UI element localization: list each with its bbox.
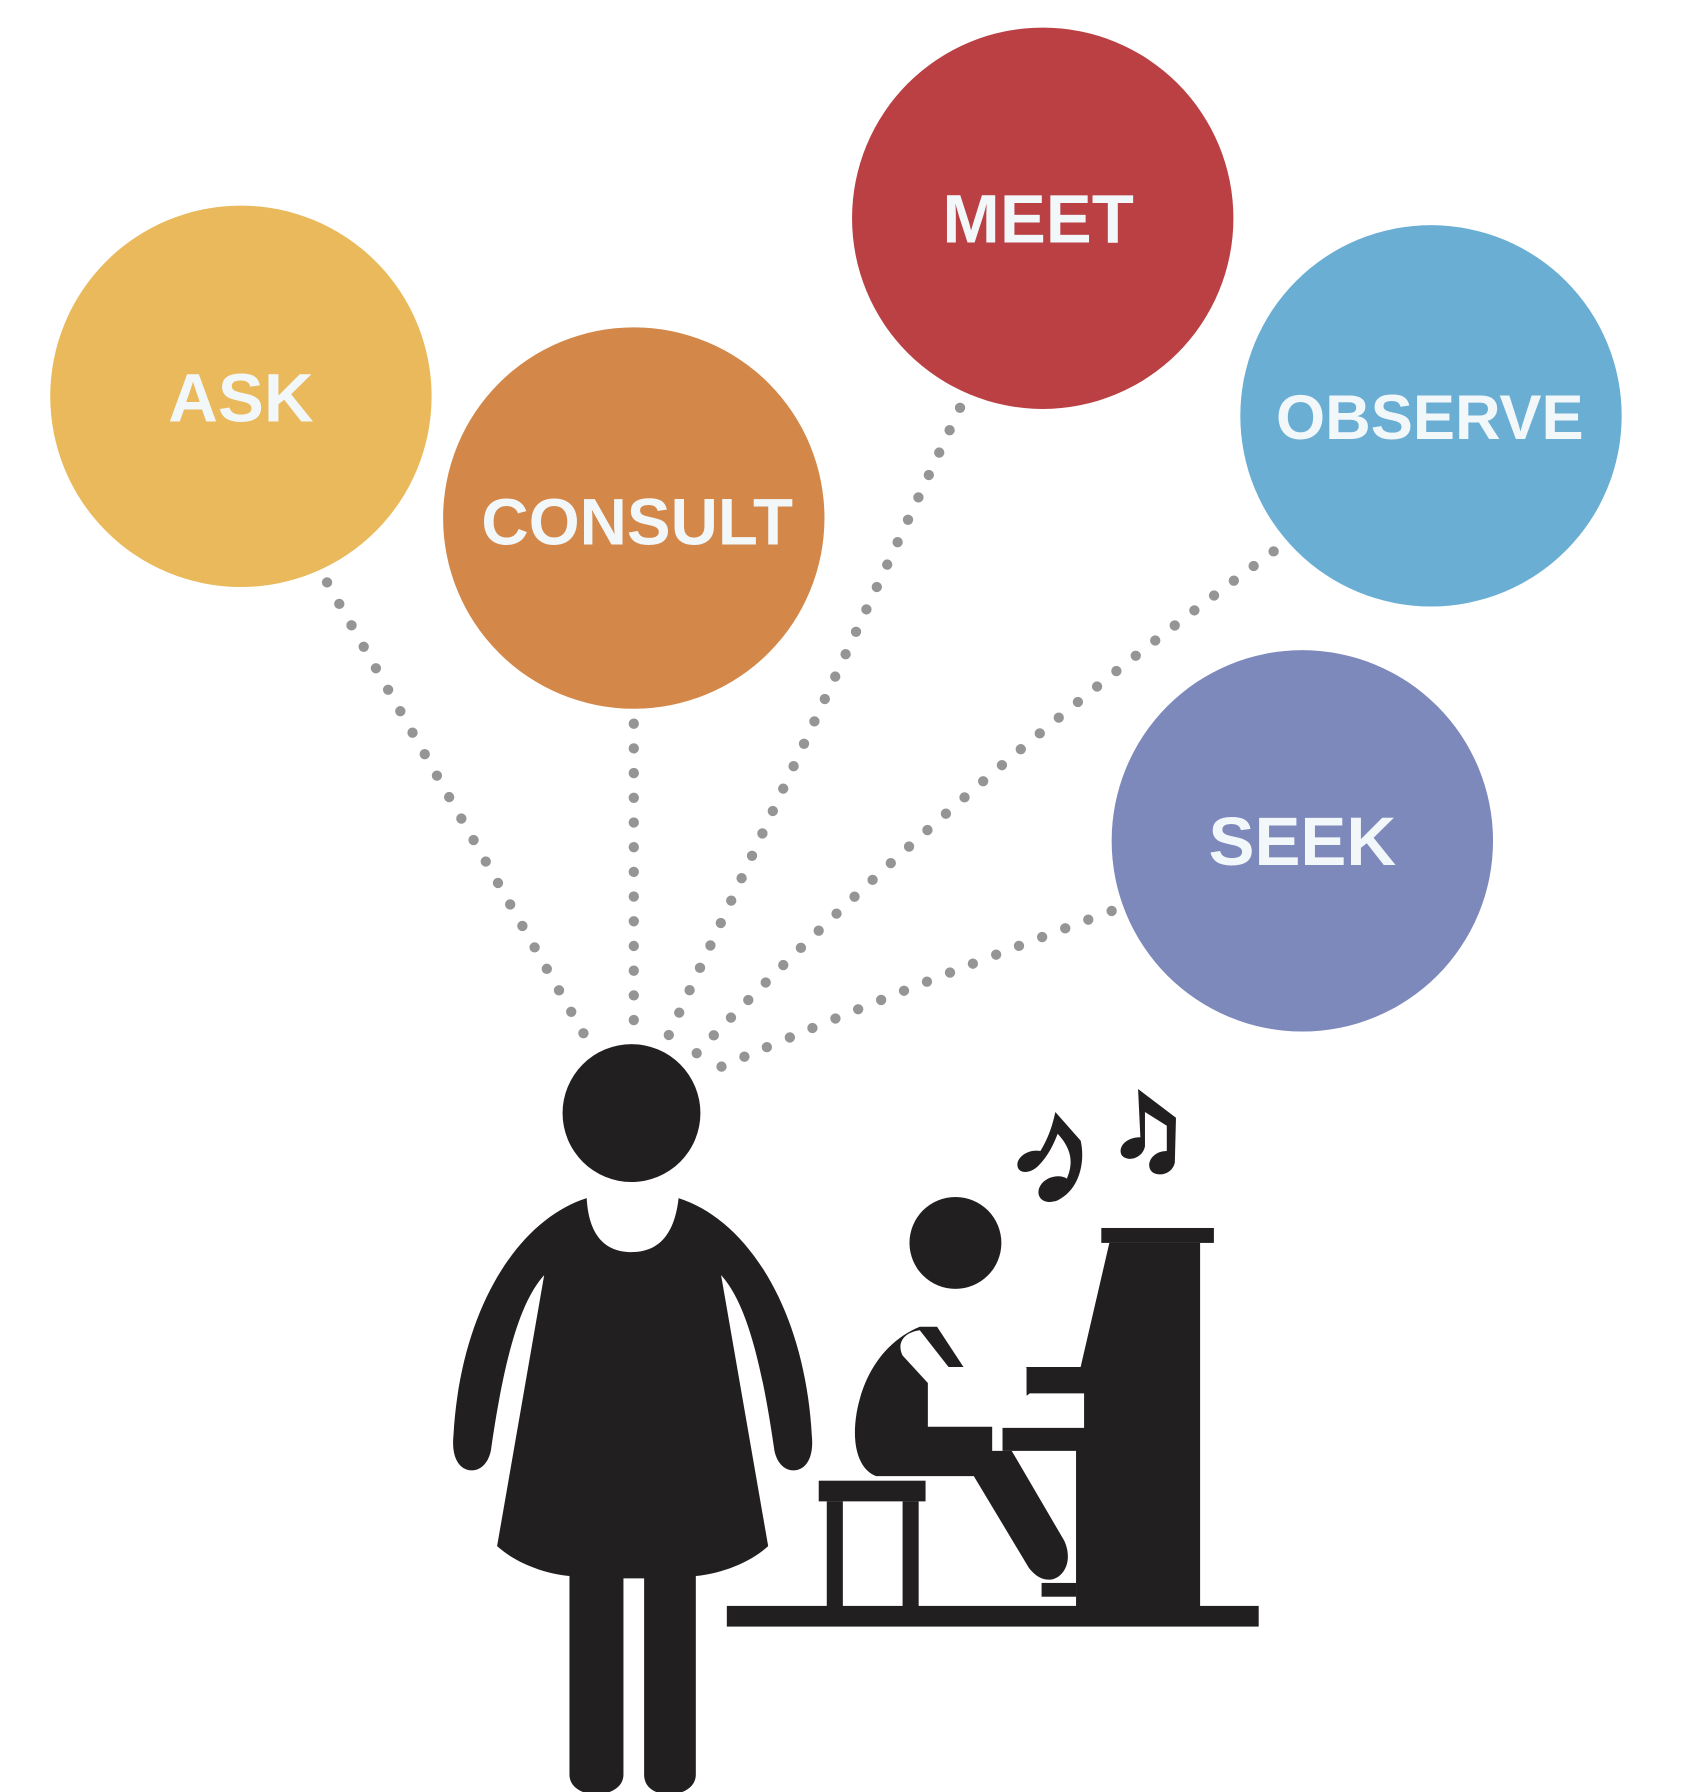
bubble-seek: SEEK — [1111, 650, 1494, 1032]
connector-lines — [321, 402, 1279, 1082]
bubble-observe-label: OBSERVE — [1276, 383, 1584, 453]
bubble-meet-label: MEET — [942, 180, 1133, 257]
bubble-ask: ASK — [50, 205, 432, 587]
music-notes-icon — [1017, 1088, 1176, 1202]
bubble-observe: OBSERVE — [1240, 225, 1622, 607]
bubble-meet-circle — [852, 27, 1234, 409]
bubble-ask-label: ASK — [168, 360, 314, 437]
bubble-ask-circle — [50, 205, 432, 587]
bubble-observe-circle — [1240, 225, 1622, 607]
bubble-consult-circle — [443, 327, 825, 709]
connector-meet — [656, 402, 966, 1057]
connector-seek — [694, 905, 1117, 1082]
bubble-consult-label: CONSULT — [481, 485, 793, 558]
child-at-piano-icon — [726, 1196, 1259, 1627]
connector-observe — [682, 546, 1279, 1068]
connector-ask — [321, 577, 595, 1049]
bubble-consult: CONSULT — [443, 327, 825, 709]
bubble-seek-label: SEEK — [1209, 803, 1397, 880]
bubble-seek-circle — [1111, 650, 1494, 1032]
floor-line — [726, 1605, 1259, 1627]
standing-woman-icon — [453, 1044, 813, 1792]
bubble-meet: MEET — [852, 27, 1234, 409]
